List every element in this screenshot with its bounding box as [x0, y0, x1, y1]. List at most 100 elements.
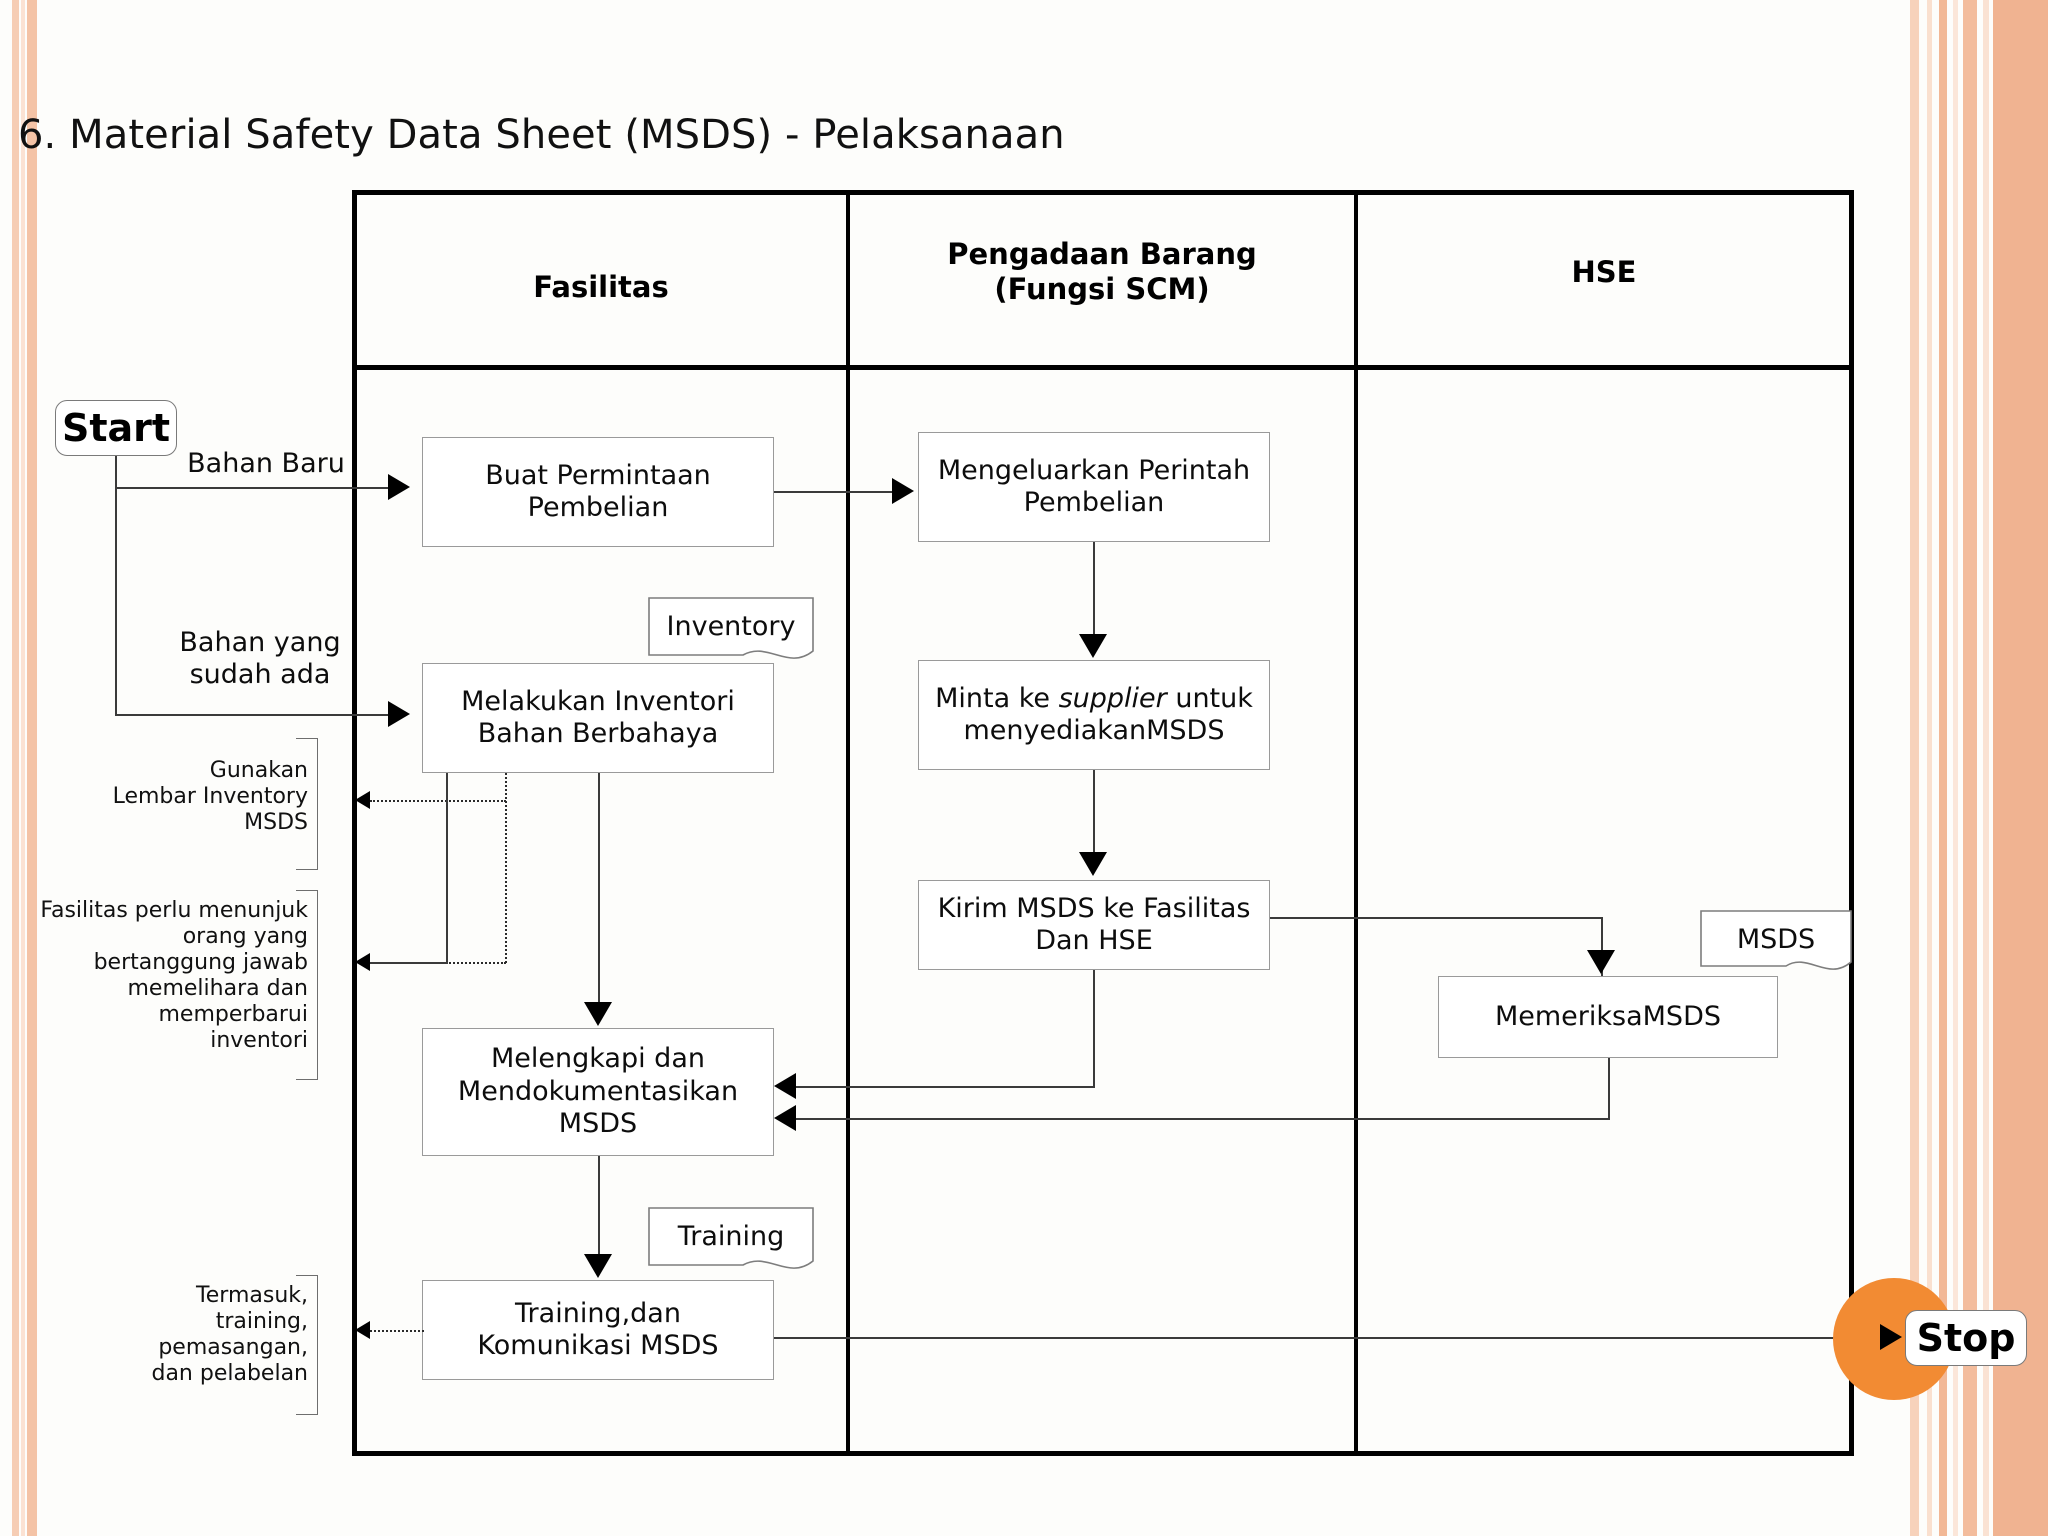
process-kirim-msds-text: Kirim MSDS ke Fasilitas Dan HSE [938, 893, 1251, 958]
document-msds-shape [1700, 910, 1852, 970]
text-line-2: Bahan Berbahaya [477, 718, 719, 749]
text-line-1: Minta ke supplier untuk [935, 683, 1253, 715]
right-stripe-4 [1953, 0, 1958, 1536]
process-melengkapi-text: Melengkapi dan Mendokumentasikan MSDS [458, 1043, 738, 1140]
connector-training-to-stop [774, 1337, 1891, 1339]
annotation-line-1: Gunakan [209, 758, 308, 783]
edge-label-bahan-sudah-ada-line2: sudah ada [189, 659, 331, 691]
left-stripe-1 [12, 0, 19, 1536]
swimlane-divider-2 [1354, 190, 1358, 1456]
right-stripe-3 [1939, 0, 1947, 1536]
left-stripe-3 [27, 0, 37, 1536]
connector-bahan-ada-h [115, 714, 390, 716]
annotation-bracket-fasilitas-menunjuk [296, 890, 318, 1080]
connector-start-down [115, 456, 117, 716]
process-mengeluarkan-perintah-text: Mengeluarkan Perintah Pembelian [938, 455, 1250, 520]
annotation-line-2: orang yang [182, 923, 308, 949]
process-minta-supplier-msds[interactable]: Minta ke supplier untuk menyediakanMSDS [918, 660, 1270, 770]
annotation-line-3: pemasangan, [158, 1334, 308, 1360]
annotation-line-4: memelihara dan [127, 975, 309, 1001]
process-melakukan-inventori[interactable]: Melakukan Inventori Bahan Berbahaya [422, 663, 774, 773]
dotted-leader-to-gunakan [370, 800, 506, 802]
annotation-bracket-gunakan [296, 738, 318, 870]
connector-minta-to-kirim [1093, 770, 1095, 854]
swimlane-header-scm: Pengadaan Barang (Fungsi SCM) [850, 237, 1354, 308]
connector-memeriksa-to-melengkapi-h [792, 1118, 1610, 1120]
arrowhead-melengkapi-to-training [584, 1254, 612, 1278]
process-training-komunikasi-text: Training,dan Komunikasi MSDS [477, 1298, 718, 1363]
annotation-line-3: MSDS [244, 809, 308, 835]
minta-italic-supplier: supplier [1058, 682, 1167, 714]
connector-mengeluarkan-to-minta [1093, 542, 1095, 636]
text-line-1: Melengkapi dan [490, 1043, 705, 1075]
arrowhead-memeriksa-to-melengkapi [774, 1105, 796, 1131]
text-line-1: Kirim MSDS ke Fasilitas [937, 892, 1251, 924]
arrowhead-to-stop [1880, 1324, 1902, 1350]
process-training-komunikasi-msds[interactable]: Training,dan Komunikasi MSDS [422, 1280, 774, 1380]
process-melakukan-inventori-text: Melakukan Inventori Bahan Berbahaya [461, 686, 735, 751]
right-stripe-5 [1963, 0, 1977, 1536]
text-line-2: Pembelian [527, 492, 669, 523]
annotation-line-3: bertanggung jawab [93, 949, 308, 975]
annotation-line-5: memperbarui [158, 1001, 309, 1027]
process-minta-supplier-text: Minta ke supplier untuk menyediakanMSDS [935, 683, 1253, 748]
arrowhead-fasilitas-menunjuk-annotation [355, 953, 370, 971]
right-stripe-2 [1927, 0, 1932, 1536]
annotation-line-6: inventori [210, 1027, 308, 1053]
connector-inventori-to-melengkapi [598, 773, 600, 1004]
process-buat-permintaan-pembelian[interactable]: Buat Permintaan Pembelian [422, 437, 774, 547]
dotted-leader-vertical-1 [505, 773, 507, 963]
page-title: 6. Material Safety Data Sheet (MSDS) - P… [18, 112, 1065, 158]
text-line-1: Training,dan [515, 1297, 681, 1329]
left-stripe-2 [21, 0, 25, 1536]
annotation-line-2: Lembar Inventory [112, 783, 308, 809]
arrowhead-minta-to-kirim [1079, 852, 1107, 876]
connector-kirim-down [1093, 970, 1095, 1087]
text-line-1: Melakukan Inventori [461, 685, 735, 717]
text-line-2: menyediakanMSDS [963, 715, 1225, 746]
edge-label-bahan-sudah-ada-line1: Bahan yang [179, 627, 341, 658]
process-kirim-msds-ke-fasilitas-hse[interactable]: Kirim MSDS ke Fasilitas Dan HSE [918, 880, 1270, 970]
arrowhead-mengeluarkan-to-minta [1079, 634, 1107, 658]
document-inventory[interactable]: Inventory [648, 597, 814, 667]
process-memeriksa-msds[interactable]: MemeriksaMSDS [1438, 976, 1778, 1058]
swimlane-frame [352, 190, 1854, 1456]
connector-inventori-left-h [370, 962, 448, 964]
annotation-termasuk-training: Termasuk, training, pemasangan, dan pela… [40, 1283, 320, 1387]
document-training[interactable]: Training [648, 1207, 814, 1277]
dotted-leader-to-termasuk [370, 1330, 424, 1332]
connector-kirim-to-hse-h [1270, 917, 1603, 919]
swimlane-header-scm-line2: (Fungsi SCM) [994, 272, 1210, 307]
edge-label-bahan-sudah-ada: Bahan yang sudah ada [160, 627, 360, 692]
connector-kirim-to-melengkapi-h [792, 1086, 1095, 1088]
annotation-line-2: training, [215, 1308, 308, 1334]
connector-memeriksa-down [1608, 1058, 1610, 1119]
process-memeriksa-msds-text: MemeriksaMSDS [1494, 1000, 1722, 1032]
document-training-label: Training [677, 1221, 785, 1252]
document-msds-label: MSDS [1736, 924, 1816, 955]
text-line-2: Pembelian [1023, 487, 1165, 518]
arrowhead-gunakan-annotation [355, 791, 370, 809]
arrowhead-inventori-to-melengkapi [584, 1002, 612, 1026]
swimlane-header-hse: HSE [1571, 255, 1637, 289]
stop-terminator[interactable]: Stop [1905, 1310, 2027, 1366]
process-melengkapi-mendokumentasikan-msds[interactable]: Melengkapi dan Mendokumentasikan MSDS [422, 1028, 774, 1156]
start-terminator[interactable]: Start [55, 400, 177, 456]
text-line-1: Mengeluarkan Perintah [937, 454, 1251, 486]
swimlane-header-fasilitas: Fasilitas [533, 270, 669, 304]
right-stripe-1 [1910, 0, 1919, 1536]
document-training-shape [648, 1207, 814, 1269]
arrowhead-termasuk-annotation [355, 1321, 370, 1339]
connector-buat-to-mengeluarkan [774, 491, 894, 493]
process-mengeluarkan-perintah-pembelian[interactable]: Mengeluarkan Perintah Pembelian [918, 432, 1270, 542]
process-buat-permintaan-pembelian-text: Buat Permintaan Pembelian [485, 460, 711, 525]
connector-melengkapi-to-training [598, 1156, 600, 1256]
annotation-line-1: Termasuk, [196, 1283, 308, 1308]
connector-bahan-baru-h [115, 487, 390, 489]
document-msds[interactable]: MSDS [1700, 910, 1852, 978]
minta-post: untuk [1166, 682, 1253, 714]
text-line-2: Komunikasi MSDS [477, 1330, 719, 1361]
edge-label-bahan-baru: Bahan Baru [187, 448, 345, 479]
annotation-line-1: Fasilitas perlu menunjuk [40, 898, 308, 923]
